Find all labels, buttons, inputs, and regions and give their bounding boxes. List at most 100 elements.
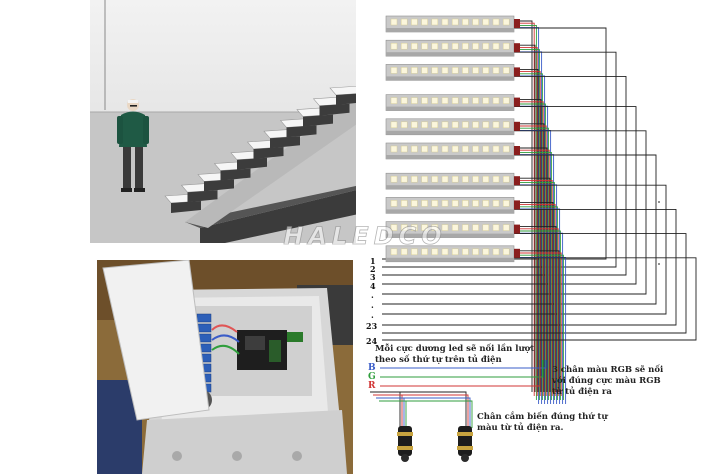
led-chip bbox=[492, 175, 500, 183]
led-chip bbox=[431, 67, 439, 74]
note-rgb-wiring: 3 chân màu RGB sẽ nối với đúng cực màu R… bbox=[552, 365, 664, 397]
led-chip bbox=[400, 18, 408, 26]
led-chip bbox=[472, 18, 479, 26]
led-chip bbox=[482, 224, 490, 231]
led-strip-bar-icon bbox=[385, 197, 520, 214]
rgb-trunk-wire bbox=[514, 22, 535, 396]
led-chip bbox=[472, 42, 479, 50]
led-chip bbox=[482, 42, 490, 50]
led-chip bbox=[421, 200, 428, 207]
channel-label-23: 23 bbox=[366, 321, 378, 331]
led-chip bbox=[462, 175, 469, 183]
led-chip bbox=[492, 121, 500, 129]
led-chip bbox=[390, 18, 398, 26]
led-bar-edge bbox=[386, 28, 514, 32]
stair-led-riser bbox=[253, 147, 284, 159]
rgb-trunk-wire bbox=[514, 123, 545, 392]
led-chip bbox=[462, 121, 469, 129]
led-chip bbox=[472, 200, 479, 207]
stair-led-riser bbox=[237, 157, 267, 170]
channel-label-dot-3: . bbox=[371, 310, 374, 320]
led-bar-connector bbox=[514, 176, 520, 186]
relay-module bbox=[196, 323, 212, 333]
led-bar-edge bbox=[386, 76, 514, 81]
led-bar-connector bbox=[514, 224, 520, 234]
staircase-icon bbox=[90, 0, 377, 243]
led-bar-edge bbox=[386, 209, 514, 214]
led-bar-edge bbox=[386, 185, 514, 190]
led-chip bbox=[451, 175, 459, 183]
led-chip bbox=[441, 121, 449, 129]
motion-sensor-icon bbox=[458, 426, 472, 456]
color-label-b: B bbox=[368, 363, 376, 373]
positive-channel-wire bbox=[382, 257, 697, 341]
led-chip bbox=[462, 42, 469, 50]
color-label-g: G bbox=[368, 372, 376, 382]
led-chip bbox=[421, 224, 428, 231]
led-chip bbox=[431, 248, 439, 256]
motion-sensor-icon bbox=[398, 426, 412, 456]
led-chip bbox=[411, 42, 418, 50]
relay-module bbox=[196, 313, 212, 323]
rgb-trunk-wire bbox=[514, 252, 562, 396]
sensor-wire bbox=[373, 394, 403, 428]
led-chip bbox=[411, 145, 418, 153]
led-chip bbox=[502, 224, 510, 231]
watermark-text: HALEDCO bbox=[283, 222, 447, 251]
led-chip bbox=[390, 224, 398, 231]
led-chip bbox=[431, 121, 439, 129]
led-chip bbox=[441, 18, 449, 26]
staircase-render bbox=[90, 0, 377, 243]
led-chip bbox=[482, 200, 490, 207]
sensor-ring bbox=[457, 446, 473, 450]
stair-led-riser bbox=[220, 168, 251, 181]
stair-led-riser bbox=[187, 190, 218, 203]
rgb-trunk-wire bbox=[514, 101, 544, 396]
led-chip bbox=[411, 248, 418, 256]
led-chip bbox=[451, 18, 459, 26]
led-chip bbox=[492, 248, 500, 256]
led-bar-edge bbox=[386, 52, 514, 57]
led-chip bbox=[451, 224, 459, 231]
led-chip bbox=[502, 248, 510, 256]
led-chip bbox=[502, 18, 510, 26]
rgb-trunk-wire bbox=[514, 68, 539, 392]
stair-led-riser bbox=[270, 136, 300, 149]
led-strip-bar-icon bbox=[385, 118, 520, 136]
led-chip bbox=[482, 67, 490, 74]
channel-label-1: 1 bbox=[370, 256, 376, 266]
led-chip bbox=[390, 200, 398, 207]
led-strip-bar-icon bbox=[385, 39, 520, 57]
led-chip bbox=[502, 121, 510, 129]
led-chip bbox=[492, 200, 500, 207]
led-chip bbox=[400, 121, 408, 129]
rgb-trunk-wire bbox=[514, 125, 547, 396]
led-chip bbox=[462, 224, 469, 231]
led-chip bbox=[462, 18, 469, 26]
stair-led-riser bbox=[286, 125, 317, 138]
stair-led-riser bbox=[319, 103, 350, 116]
led-bar-connector bbox=[514, 248, 520, 258]
led-chip bbox=[421, 18, 428, 26]
positive-channel-wire bbox=[382, 208, 677, 326]
note-positive-wiring: Mỗi cực dương led sẽ nối lần lượt theo s… bbox=[375, 344, 535, 365]
led-chip bbox=[441, 42, 449, 50]
led-chip bbox=[431, 42, 439, 50]
wiring-lines bbox=[370, 15, 697, 462]
rgb-trunk-wire bbox=[514, 179, 553, 396]
rgb-trunk-wire bbox=[514, 49, 540, 400]
rgb-trunk-wire bbox=[514, 201, 554, 392]
led-chip bbox=[482, 175, 490, 183]
control-box-photo bbox=[97, 260, 353, 474]
rgb-common-wire bbox=[380, 360, 541, 387]
led-chip bbox=[400, 42, 408, 50]
rgb-trunk-wire bbox=[514, 230, 561, 400]
led-chip bbox=[462, 145, 469, 153]
led-bar-connector bbox=[514, 200, 520, 210]
led-bar-edge bbox=[386, 106, 514, 111]
rgb-trunk-wire bbox=[514, 46, 538, 396]
led-chip bbox=[411, 18, 418, 26]
led-chip bbox=[441, 67, 449, 74]
led-bar-connector bbox=[514, 67, 520, 77]
led-chip bbox=[472, 97, 479, 104]
